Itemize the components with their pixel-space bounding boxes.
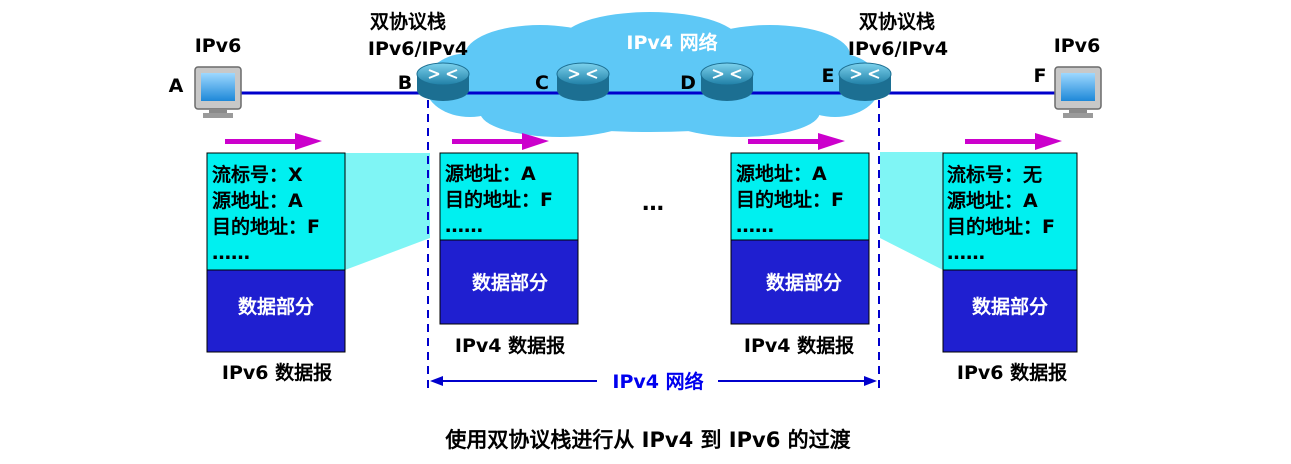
ellipsis: … [642, 191, 664, 216]
packet-line: …… [212, 242, 250, 264]
packet-line: …… [947, 242, 985, 264]
packet-data: 数据部分 [972, 295, 1048, 318]
packet-line: 流标号：X [212, 163, 303, 186]
packet-line: 源地址：A [445, 162, 536, 185]
packet-data: 数据部分 [238, 295, 314, 318]
packet-line: …… [445, 215, 483, 237]
router-b-label: B [398, 72, 412, 94]
router-d-label: D [680, 72, 696, 94]
computer-icon [1054, 66, 1102, 118]
host-f-letter: F [1034, 65, 1047, 87]
span-label: IPv4 网络 [612, 370, 703, 393]
packet-line: 源地址：A [736, 162, 827, 185]
dual-stack-left-line1: 双协议栈 [370, 10, 446, 33]
packet-data: 数据部分 [472, 271, 548, 294]
packet-line: 目的地址：F [445, 188, 553, 211]
router-c-label: C [535, 72, 549, 94]
computer-icon [194, 66, 242, 118]
ipv4-cloud [425, 12, 880, 137]
packet-ipv4-right: 源地址：A 目的地址：F …… 数据部分 [730, 152, 870, 325]
packet-data: 数据部分 [766, 271, 842, 294]
packet-ipv6-right: 流标号：无 源地址：A 目的地址：F …… 数据部分 [942, 152, 1078, 353]
router-icon [556, 62, 610, 101]
packet-caption: IPv4 数据报 [744, 334, 854, 357]
footer-caption: 使用双协议栈进行从 IPv4 到 IPv6 的过渡 [444, 428, 851, 452]
host-a-proto: IPv6 [195, 35, 242, 57]
router-icon [416, 62, 470, 101]
dual-stack-right-line2: IPv6/IPv4 [848, 38, 948, 60]
packet-line: 源地址：A [212, 189, 303, 212]
host-a-letter: A [169, 75, 184, 97]
packet-ipv6-left: 流标号：X 源地址：A 目的地址：F …… 数据部分 [206, 152, 346, 353]
packet-line: 目的地址：F [212, 215, 320, 238]
ipv4-span-arrow [430, 376, 877, 386]
packet-line: 源地址：A [947, 189, 1038, 212]
direction-arrow [748, 133, 845, 150]
projection-left [345, 153, 430, 270]
projection-right [880, 152, 943, 270]
cloud-label: IPv4 网络 [626, 31, 717, 54]
dual-stack-right-line1: 双协议栈 [859, 10, 935, 33]
packet-line: 目的地址：F [736, 188, 844, 211]
packet-caption: IPv6 数据报 [222, 361, 332, 384]
router-icon [838, 62, 892, 101]
packet-ipv4-left: 源地址：A 目的地址：F …… 数据部分 [439, 152, 579, 325]
dual-stack-left-line2: IPv6/IPv4 [368, 38, 468, 60]
router-icon [700, 62, 754, 101]
packet-line: 流标号：无 [947, 163, 1042, 186]
packet-caption: IPv6 数据报 [957, 361, 1067, 384]
direction-arrow [225, 133, 322, 150]
packet-line: …… [736, 215, 774, 237]
packet-line: 目的地址：F [947, 215, 1055, 238]
router-e-label: E [822, 65, 835, 87]
host-f-proto: IPv6 [1054, 35, 1101, 57]
packet-caption: IPv4 数据报 [455, 334, 565, 357]
direction-arrow [452, 133, 549, 150]
direction-arrow [965, 133, 1062, 150]
